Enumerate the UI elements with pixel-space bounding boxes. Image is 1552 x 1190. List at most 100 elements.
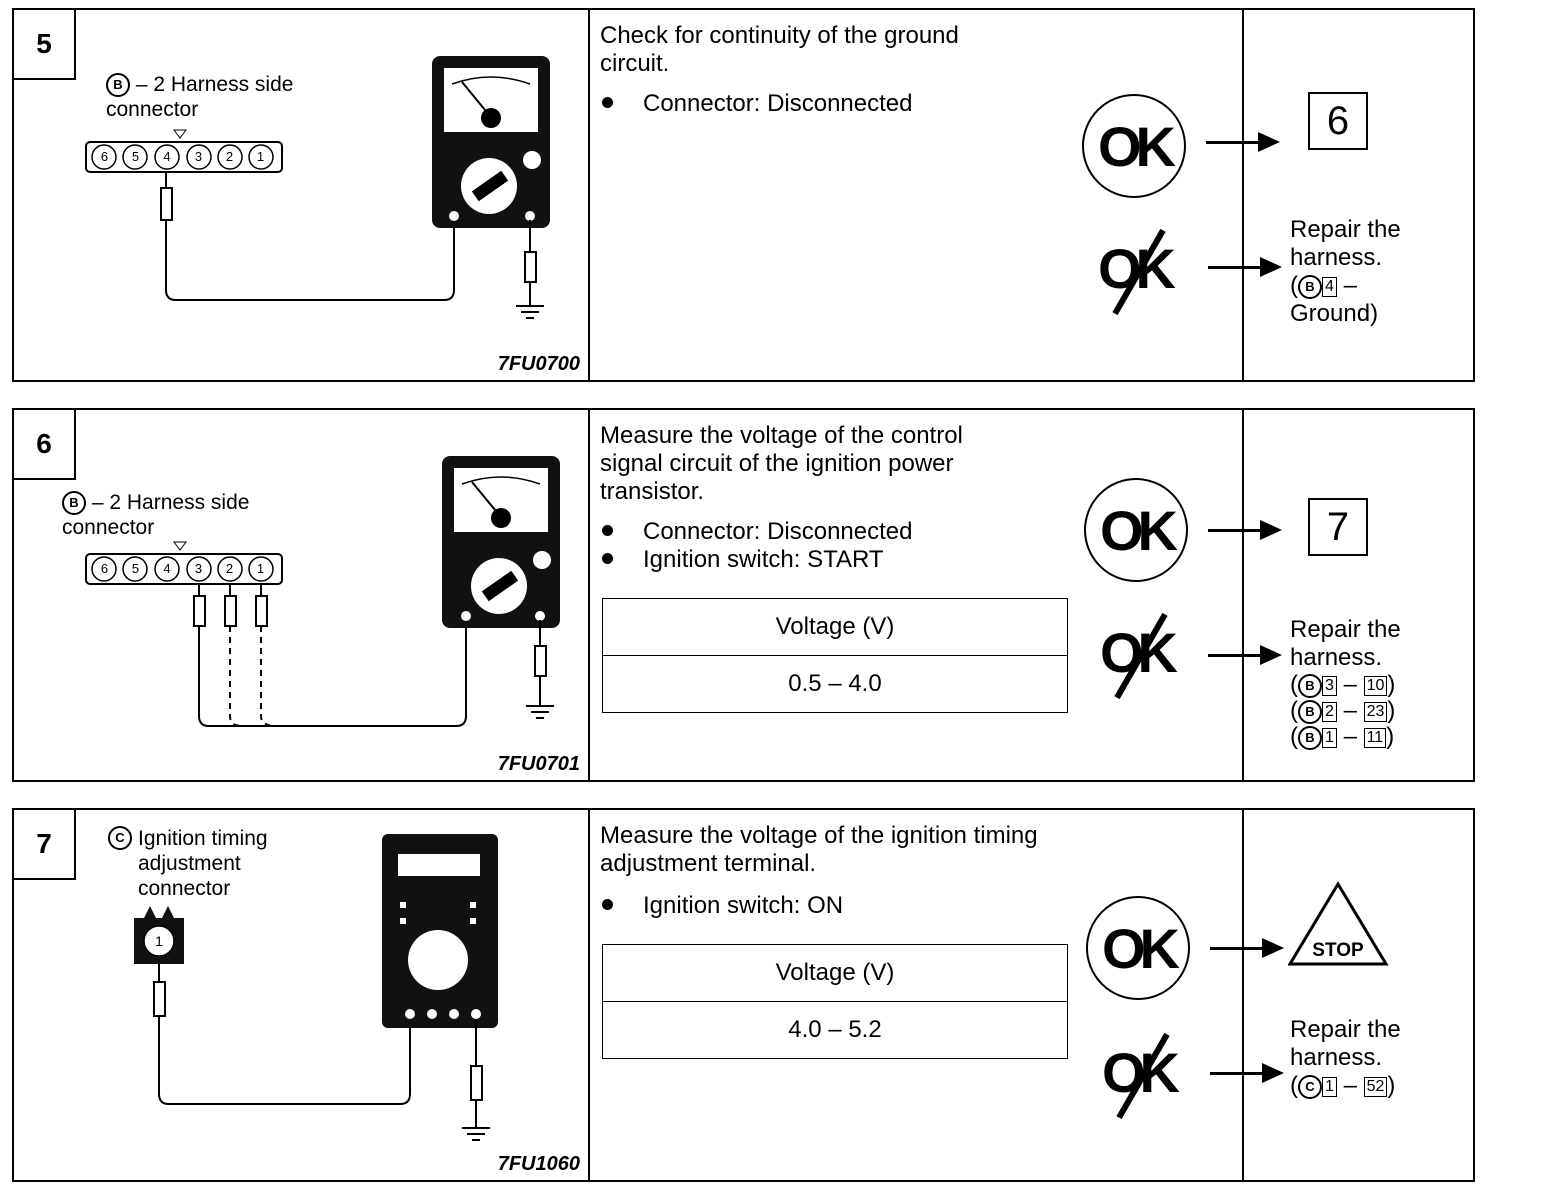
step-6-figure: 6 — [14, 410, 590, 780]
stop-sign-icon: STOP — [1288, 881, 1389, 966]
step-description: Check for continuity of the ground circu… — [600, 22, 959, 77]
ref-connector: C — [1298, 1074, 1322, 1099]
step-number: 5 — [14, 10, 76, 80]
ok-arrow — [1210, 938, 1284, 958]
pin: 1 — [256, 561, 265, 576]
voltage-table: Voltage (V) 0.5 – 4.0 — [602, 598, 1068, 713]
connector-caption: – 2 Harness side connector — [62, 491, 250, 540]
repair-text: Repair the harness. — [1290, 616, 1401, 671]
ref-target: 11 — [1363, 727, 1387, 748]
ng-arrow — [1208, 645, 1282, 665]
connector-label: B – 2 Harness side connector — [62, 490, 322, 540]
step-number: 7 — [14, 810, 76, 880]
pin: 5 — [131, 149, 140, 164]
ref-target: 52 — [1363, 1076, 1388, 1097]
step-6-diagram — [85, 456, 560, 727]
pin: 2 — [225, 561, 234, 576]
table-value: 0.5 – 4.0 — [602, 655, 1068, 713]
ok-badge: OK — [1082, 94, 1186, 198]
ng-badge: OK — [1100, 612, 1178, 700]
ref-connector: B — [1298, 699, 1322, 724]
pin: 4 — [163, 149, 171, 164]
ref-connector: B — [1298, 274, 1322, 299]
ref-target: 23 — [1363, 701, 1388, 722]
pin: 4 — [163, 561, 171, 576]
ng-badge: OK — [1098, 228, 1176, 316]
ref-connector: B — [1298, 725, 1322, 750]
bullet-text: Connector: Disconnected — [643, 90, 913, 117]
table-header: Voltage (V) — [602, 598, 1068, 656]
bullet-item: Ignition switch: START — [602, 546, 884, 574]
pin: 6 — [100, 561, 109, 576]
pin: 6 — [100, 149, 109, 164]
figure-code: 7FU0701 — [497, 753, 580, 775]
figure-code: 7FU1060 — [497, 1153, 580, 1175]
pin: 1 — [256, 149, 265, 164]
pin: 5 — [131, 561, 140, 576]
pin-numbers: 6 5 4 3 2 1 — [86, 145, 282, 169]
pin: 2 — [225, 149, 234, 164]
ng-text: OK — [1102, 1041, 1180, 1104]
bullet-text: Connector: Disconnected — [643, 518, 913, 545]
connector-pins — [91, 144, 274, 170]
ok-arrow — [1208, 520, 1282, 540]
ng-text: OK — [1100, 621, 1178, 684]
step-6-instructions: Measure the voltage of the control signa… — [588, 410, 1282, 780]
ref-pin: 2 — [1322, 701, 1337, 722]
ng-badge: OK — [1102, 1032, 1180, 1120]
pin: 3 — [194, 149, 203, 164]
step-number: 6 — [14, 410, 76, 480]
next-step-box: 7 — [1308, 498, 1368, 556]
voltage-table: Voltage (V) 4.0 – 5.2 — [602, 944, 1068, 1059]
ng-arrow — [1208, 257, 1282, 277]
step-description: Measure the voltage of the control signa… — [600, 422, 963, 505]
ok-badge: OK — [1084, 478, 1188, 582]
ref-target: Ground — [1290, 300, 1371, 327]
step-6: 6 — [12, 408, 1475, 782]
connector-letter: B — [106, 73, 130, 98]
ref-pin: 1 — [1322, 727, 1337, 748]
table-header: Voltage (V) — [602, 944, 1068, 1002]
ok-arrow — [1206, 132, 1280, 152]
step-7-diagram — [134, 834, 498, 1141]
connector-caption: Ignition timing adjustment connector — [138, 827, 268, 900]
step-5-instructions: Check for continuity of the ground circu… — [588, 10, 1282, 380]
step-7-instructions: Measure the voltage of the ignition timi… — [588, 810, 1284, 1180]
bullet-item: Ignition switch: ON — [602, 892, 843, 920]
stop-label: STOP — [1312, 940, 1364, 961]
ref-pin: 4 — [1322, 276, 1337, 297]
bullet-text: Ignition switch: ON — [643, 892, 844, 919]
pin: 1 — [155, 933, 163, 949]
table-value: 4.0 – 5.2 — [602, 1001, 1068, 1059]
figure-code: 7FU0700 — [497, 353, 580, 375]
connector-label: B – 2 Harness side connector — [106, 72, 366, 122]
step-5: 5 — [12, 8, 1475, 382]
bullet-item: Connector: Disconnected — [602, 90, 912, 118]
bullet-text: Ignition switch: START — [643, 546, 884, 573]
ref-connector: B — [1298, 673, 1322, 698]
ref-pin: 3 — [1322, 675, 1337, 696]
connector-letter: B — [62, 491, 86, 516]
connector-label: C Ignition timing adjustment connector — [108, 826, 288, 901]
ref-pin: 1 — [1322, 1076, 1337, 1097]
repair-text: Repair the harness. — [1290, 1016, 1401, 1071]
bullet-item: Connector: Disconnected — [602, 518, 912, 546]
pin-numbers: 6 5 4 3 2 1 — [86, 557, 282, 581]
ng-arrow — [1210, 1063, 1284, 1083]
step-5-figure: 5 — [14, 10, 590, 380]
step-description: Measure the voltage of the ignition timi… — [600, 822, 1038, 877]
ng-text: OK — [1098, 237, 1176, 300]
connector-caption: – 2 Harness side connector — [106, 73, 294, 122]
repair-text: Repair the harness. — [1290, 216, 1401, 271]
connector-letter: C — [108, 826, 132, 850]
